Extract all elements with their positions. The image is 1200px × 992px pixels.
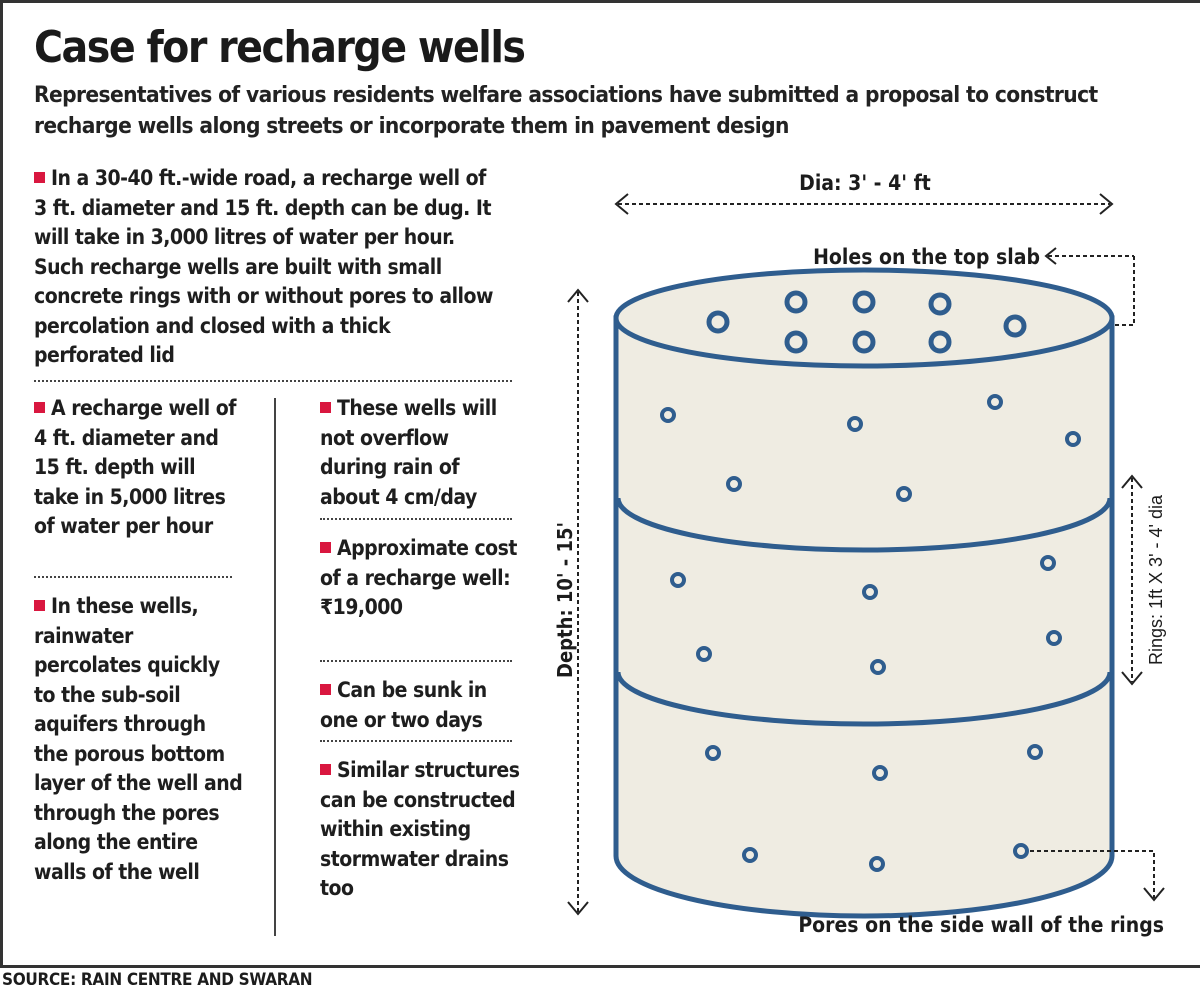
- pore-icon: [1046, 630, 1062, 646]
- depth-arrow-icon: [567, 288, 589, 916]
- bullet-overflow: These wells will not overflow during rai…: [320, 394, 520, 512]
- bullet-marker-icon: [34, 172, 45, 183]
- bullet-text: Approximate cost of a recharge well: ₹19…: [320, 536, 517, 619]
- top-holes-leader-arrow-icon: [1030, 247, 1135, 326]
- subtitle: Representatives of various residents wel…: [34, 82, 1098, 139]
- divider-dotted: [320, 740, 512, 742]
- top-holes-label: Holes on the top slab: [813, 245, 1040, 269]
- rings-arrow-icon: [1121, 474, 1143, 686]
- pore-icon: [870, 659, 886, 675]
- pore-icon: [1065, 431, 1081, 447]
- pore-icon: [1027, 744, 1043, 760]
- divider-dotted: [320, 660, 512, 662]
- divider-dotted: [34, 576, 232, 578]
- pore-icon: [862, 584, 878, 600]
- pore-icon: [696, 646, 712, 662]
- pore-icon: [1013, 843, 1029, 859]
- bullet-marker-icon: [320, 542, 331, 553]
- bullet-text: A recharge well of 4 ft. diameter and 15…: [34, 396, 236, 538]
- bullet-cost: Approximate cost of a recharge well: ₹19…: [320, 534, 520, 623]
- pore-icon: [705, 745, 721, 761]
- bullet-text: These wells will not overflow during rai…: [320, 396, 497, 509]
- hole-icon: [1003, 314, 1027, 338]
- divider-dotted: [34, 380, 512, 382]
- bullet-text: Can be sunk in one or two days: [320, 678, 487, 732]
- bullet-text: Similar structures can be constructed wi…: [320, 758, 520, 900]
- bullet-marker-icon: [320, 684, 331, 695]
- pore-icon: [847, 416, 863, 432]
- bullet-marker-icon: [34, 402, 45, 413]
- hole-icon: [852, 290, 876, 314]
- bullet-4ft-well: A recharge well of 4 ft. diameter and 15…: [34, 394, 244, 542]
- bullet-stormwater: Similar structures can be constructed wi…: [320, 756, 520, 904]
- pore-icon: [670, 572, 686, 588]
- bullet-marker-icon: [34, 600, 45, 611]
- pore-icon: [896, 486, 912, 502]
- well-cylinder: [613, 267, 1115, 919]
- source-credit: SOURCE: RAIN CENTRE AND SWARAN: [2, 970, 313, 990]
- bullet-text: In a 30-40 ft.-wide road, a recharge wel…: [34, 166, 493, 367]
- depth-label: Depth: 10' - 15': [553, 522, 577, 678]
- bullet-marker-icon: [320, 764, 331, 775]
- bullet-time: Can be sunk in one or two days: [320, 676, 520, 735]
- diameter-label: Dia: 3' - 4' ft: [799, 171, 931, 195]
- bullet-marker-icon: [320, 402, 331, 413]
- hole-icon: [784, 290, 808, 314]
- bullet-percolation: In these wells, rainwater percolates qui…: [34, 592, 244, 887]
- hole-icon: [928, 330, 952, 354]
- ring-joint: [615, 497, 1113, 553]
- pore-icon: [742, 847, 758, 863]
- divider-dotted: [320, 518, 512, 520]
- hole-icon: [706, 310, 730, 334]
- column-divider: [274, 398, 276, 936]
- pore-icon: [660, 407, 676, 423]
- page-title: Case for recharge wells: [34, 22, 526, 73]
- top-slab-holes: [706, 290, 1027, 354]
- bullet-text: In these wells, rainwater percolates qui…: [34, 594, 243, 884]
- pore-icon: [869, 856, 885, 872]
- diameter-arrow-icon: [614, 193, 1114, 215]
- pore-icon: [726, 476, 742, 492]
- pore-icon: [872, 765, 888, 781]
- infographic-frame: [0, 0, 1200, 968]
- ring-joint: [615, 671, 1113, 727]
- pore-icon: [987, 394, 1003, 410]
- pore-icon: [1040, 555, 1056, 571]
- hole-icon: [784, 330, 808, 354]
- bullet-road-well: In a 30-40 ft.-wide road, a recharge wel…: [34, 164, 504, 371]
- hole-icon: [852, 330, 876, 354]
- rings-label: Rings: 1ft X 3' - 4' dia: [1146, 494, 1166, 665]
- hole-icon: [928, 292, 952, 316]
- side-wall-pores: [660, 394, 1081, 872]
- pores-leader-arrow-icon: [1030, 850, 1165, 902]
- pores-label: Pores on the side wall of the rings: [798, 913, 1164, 937]
